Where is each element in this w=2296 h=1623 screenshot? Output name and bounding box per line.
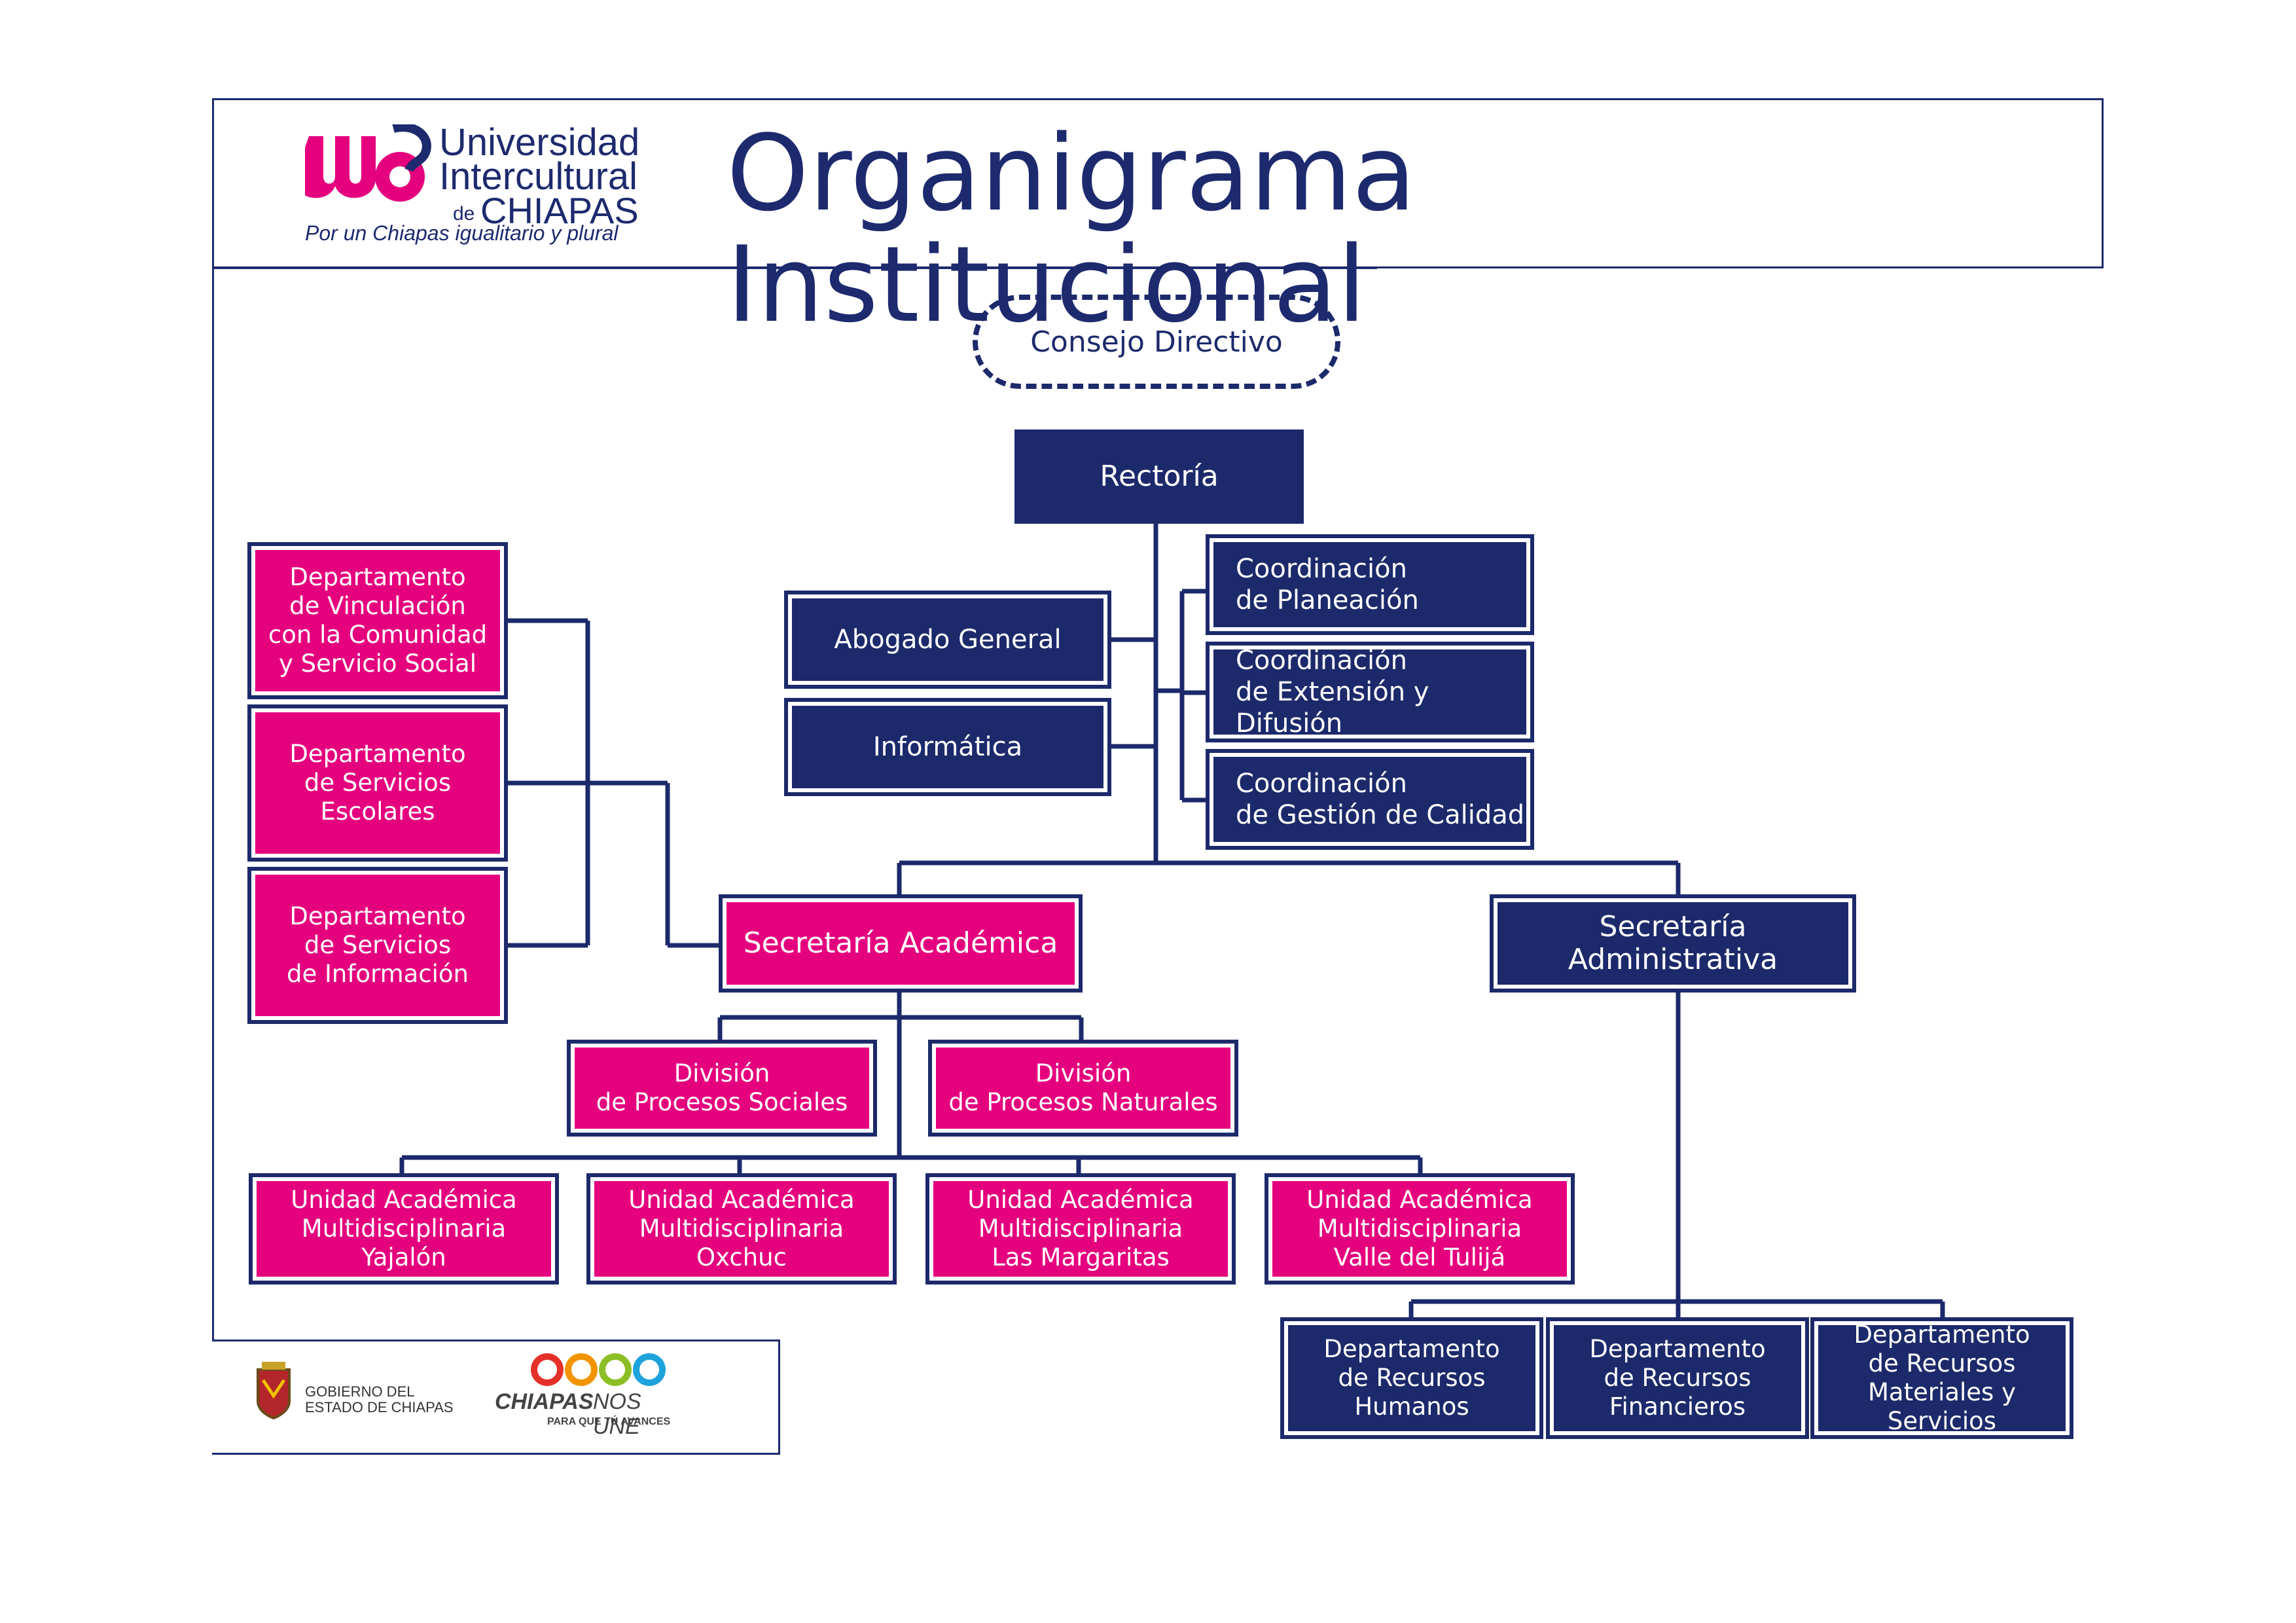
logo-line3-prefix: de (453, 203, 475, 225)
dep-financieros-label: Departamento de Recursos Financieros (1589, 1335, 1766, 1421)
uam-tulija-box: Unidad Académica Multidisciplinaria Vall… (1265, 1173, 1575, 1285)
dep-materiales-box: Departamento de Recursos Materiales y Se… (1810, 1317, 2073, 1439)
dep-escolares-box: Departamento de Servicios Escolares (247, 704, 508, 862)
dep-informacion-box: Departamento de Servicios de Información (247, 867, 508, 1024)
coord-planeacion-label: Coordinación de Planeación (1236, 554, 1419, 615)
chiapas-brand: CHIAPAS (495, 1389, 594, 1414)
chiapas-brand2: NOS UNE (593, 1389, 641, 1439)
footer-frame (212, 1340, 780, 1455)
chart-frame (212, 267, 1377, 1341)
uam-oxchuc-box: Unidad Académica Multidisciplinaria Oxch… (586, 1173, 897, 1285)
logo-tagline: Por un Chiapas igualitario y plural (305, 221, 619, 245)
sec-administrativa-label: Secretaría Administrativa (1568, 910, 1778, 976)
dep-financieros-box: Departamento de Recursos Financieros (1546, 1317, 1809, 1439)
page-title: Organigrama Institucional (726, 112, 1416, 346)
rectoria-label: Rectoría (1100, 460, 1219, 493)
gobierno-line2: ESTADO DE CHIAPAS (305, 1399, 454, 1415)
div-naturales-label: División de Procesos Naturales (948, 1059, 1218, 1116)
dep-informacion-label: Departamento de Servicios de Información (286, 902, 469, 988)
coord-calidad-box: Coordinación de Gestión de Calidad (1206, 749, 1534, 850)
gobierno-logo: GOBIERNO DEL ESTADO DE CHIAPAS (253, 1360, 462, 1426)
dep-humanos-box: Departamento de Recursos Humanos (1280, 1317, 1543, 1439)
dep-humanos-label: Departamento de Recursos Humanos (1323, 1335, 1500, 1421)
coord-extension-box: Coordinación de Extensión y Difusión (1206, 642, 1534, 742)
uam-oxchuc-label: Unidad Académica Multidisciplinaria Oxch… (628, 1186, 855, 1271)
coord-planeacion-box: Coordinación de Planeación (1206, 534, 1534, 635)
rectoria-box: Rectoría (1014, 429, 1304, 524)
sec-academica-label: Secretaría Académica (743, 926, 1058, 960)
logo-line2: Intercultural (439, 155, 638, 198)
dep-vinculacion-box: Departamento de Vinculación con la Comun… (247, 542, 508, 699)
uam-margaritas-label: Unidad Académica Multidisciplinaria Las … (967, 1186, 1194, 1271)
logo-line3: CHIAPAS (480, 190, 639, 231)
uich-logo-icon (305, 124, 431, 202)
abogado-box: Abogado General (784, 591, 1111, 689)
div-naturales-box: División de Procesos Naturales (928, 1040, 1238, 1137)
university-logo: Universidad Intercultural de CHIAPAS Por… (305, 124, 639, 245)
dep-vinculacion-label: Departamento de Vinculación con la Comun… (268, 563, 488, 678)
informatica-label: Informática (872, 732, 1023, 762)
dep-escolares-label: Departamento de Servicios Escolares (289, 740, 466, 826)
sec-administrativa-box: Secretaría Administrativa (1490, 894, 1856, 993)
gobierno-line1: GOBIERNO DEL (305, 1383, 415, 1400)
informatica-box: Informática (784, 698, 1111, 796)
chiapas-nos-une-logo: CHIAPAS NOS UNE PARA QUE TÚ AVANCES (495, 1351, 678, 1439)
uam-yajalon-box: Unidad Académica Multidisciplinaria Yaja… (249, 1173, 559, 1285)
sec-academica-box: Secretaría Académica (719, 894, 1083, 993)
consejo-label: Consejo Directivo (1030, 325, 1283, 359)
coord-calidad-label: Coordinación de Gestión de Calidad (1236, 769, 1525, 830)
dep-materiales-label: Departamento de Recursos Materiales y Se… (1854, 1321, 2030, 1435)
coat-of-arms-icon (257, 1362, 291, 1420)
div-sociales-label: División de Procesos Sociales (596, 1059, 848, 1116)
chiapas-tagline: PARA QUE TÚ AVANCES (547, 1416, 671, 1427)
abogado-label: Abogado General (834, 625, 1062, 655)
colored-rings-icon (531, 1353, 666, 1386)
uam-margaritas-box: Unidad Académica Multidisciplinaria Las … (925, 1173, 1236, 1285)
div-sociales-box: División de Procesos Sociales (567, 1040, 877, 1137)
logo-line1: Universidad (439, 121, 640, 164)
consejo-directivo: Consejo Directivo (973, 295, 1340, 389)
coord-extension-label: Coordinación de Extensión y Difusión (1236, 646, 1429, 739)
uam-tulija-label: Unidad Académica Multidisciplinaria Vall… (1306, 1186, 1533, 1271)
uam-yajalon-label: Unidad Académica Multidisciplinaria Yaja… (291, 1186, 517, 1271)
